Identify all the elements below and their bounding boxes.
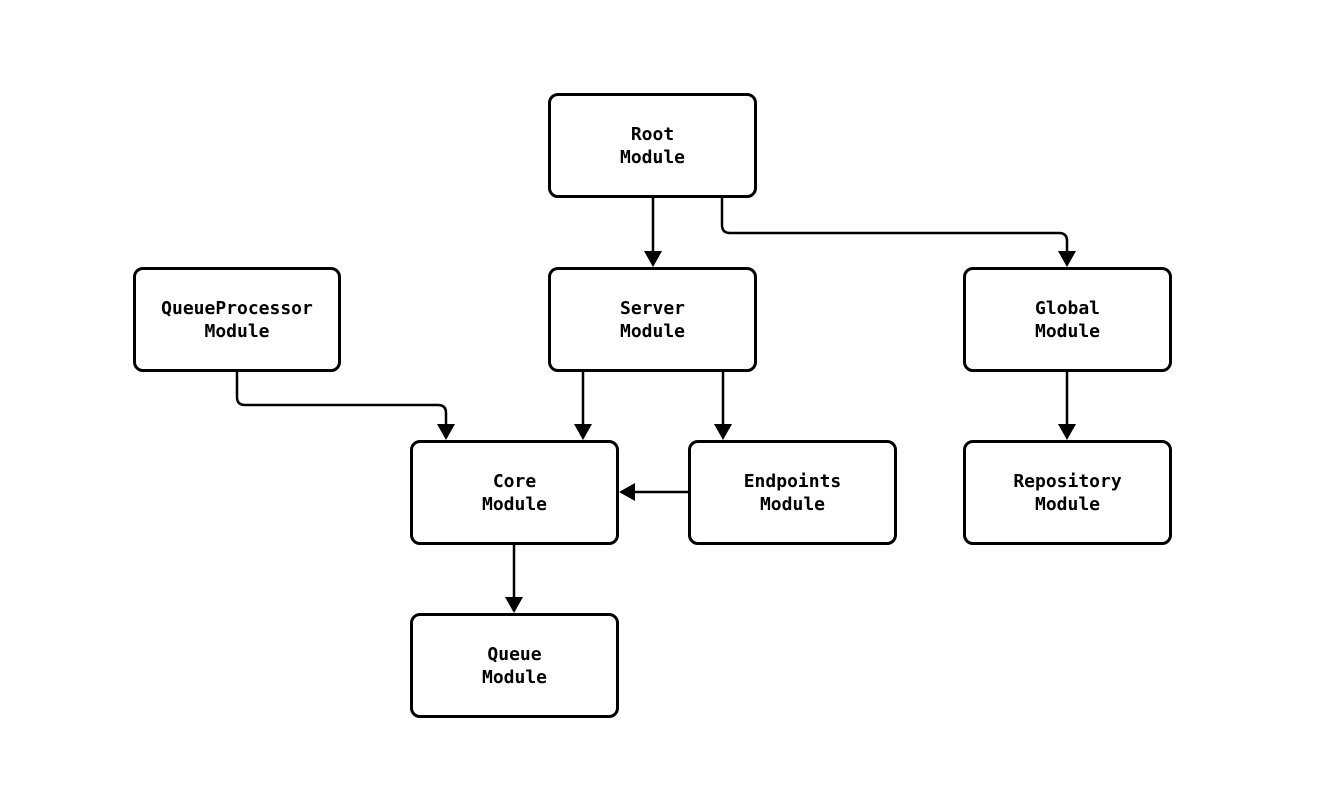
node-global: Global Module [963,267,1172,372]
node-label-core: Core Module [481,470,548,515]
node-label-queue-processor: QueueProcessor Module [161,297,313,342]
node-server: Server Module [548,267,757,372]
node-queue-processor: QueueProcessor Module [133,267,341,372]
node-label-root: Root Module [619,123,686,168]
node-label-endpoints: Endpoints Module [743,470,842,515]
edge-queue-processor-to-core [235,372,455,440]
node-root: Root Module [548,93,757,198]
node-label-server: Server Module [619,297,686,342]
node-endpoints: Endpoints Module [688,440,897,545]
edge-root-to-global [720,198,1076,267]
node-label-queue: Queue Module [481,643,548,688]
node-repository: Repository Module [963,440,1172,545]
node-core: Core Module [410,440,619,545]
node-queue: Queue Module [410,613,619,718]
node-label-repository: Repository Module [1013,470,1122,515]
node-label-global: Global Module [1034,297,1101,342]
